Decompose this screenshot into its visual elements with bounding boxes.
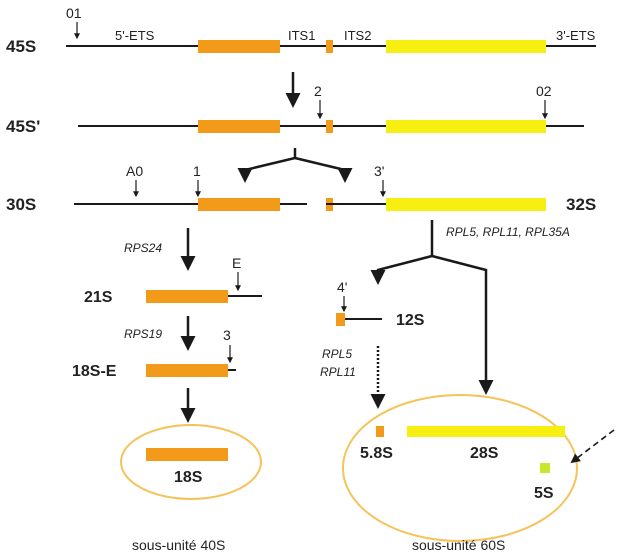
factor-rps24: RPS24 <box>124 241 162 255</box>
mature-28s-bar <box>407 426 565 437</box>
site-4prime-label: 4' <box>337 279 347 295</box>
factor-rpl11: RPL11 <box>320 365 356 379</box>
mature-5s-bar <box>540 463 550 473</box>
label-30s: 30S <box>6 195 36 214</box>
subunit-60s-circle <box>342 394 578 542</box>
label-45s-prime: 45S' <box>6 117 40 136</box>
label-32s: 32S <box>566 195 596 214</box>
subunit-40s-circle <box>120 424 262 500</box>
label-12s: 12S <box>396 312 425 329</box>
label-5s: 5S <box>534 485 554 502</box>
label-28s: 28S <box>470 445 499 462</box>
label-5-8s: 5.8S <box>360 445 393 462</box>
branch-60s: RPL5, RPL11, RPL35A 12S 4' RPL5 RPL11 5.… <box>320 220 615 553</box>
segment-30s-18s <box>198 198 280 211</box>
region-its2: ITS2 <box>344 28 371 43</box>
segment-45s-18s <box>198 40 280 53</box>
segment-21s-18s <box>146 290 228 303</box>
branch-40s: RPS24 21S E RPS19 18S-E 3 18S sous-unité… <box>72 228 262 553</box>
segment-32s-28s <box>386 198 546 211</box>
segment-45s-prime-18s <box>198 120 280 133</box>
region-5ets: 5'-ETS <box>115 28 155 43</box>
label-21s: 21S <box>84 289 113 306</box>
site-02-label: 02 <box>536 83 552 99</box>
segment-45s-prime-5-8s <box>326 120 333 133</box>
segment-18s-e <box>146 364 228 377</box>
segment-45s-prime-28s <box>386 120 546 133</box>
split-arrow-45s-prime <box>237 148 353 183</box>
site-1-label: 1 <box>193 163 201 179</box>
row-45s: 45S 5'-ETS ITS1 ITS2 3'-ETS 01 <box>6 5 596 56</box>
label-subunit-40s: sous-unité 40S <box>132 537 225 553</box>
arrow-5s-import <box>570 429 615 464</box>
region-3ets: 3'-ETS <box>556 28 596 43</box>
mature-18s-bar <box>146 448 228 461</box>
segment-45s-28s <box>386 40 546 53</box>
site-01-label: 01 <box>66 5 82 21</box>
row-30s-32s: 30S 32S A0 1 3' <box>6 163 596 214</box>
site-3prime-label: 3' <box>374 163 384 179</box>
site-2-label: 2 <box>314 83 322 99</box>
row-45s-prime: 45S' 2 02 <box>6 83 584 136</box>
arrow-32s-to-12s <box>370 254 433 285</box>
factor-rps19: RPS19 <box>124 327 162 341</box>
mature-5-8s-bar <box>376 426 384 437</box>
label-subunit-60s: sous-unité 60S <box>412 537 505 553</box>
arrow-32s-to-28s <box>431 254 494 395</box>
factor-rpl-group: RPL5, RPL11, RPL35A <box>446 225 570 239</box>
label-18s-e: 18S-E <box>72 363 117 380</box>
label-45s: 45S <box>6 37 36 56</box>
site-a0-label: A0 <box>126 163 143 179</box>
site-e-label: E <box>232 255 241 271</box>
segment-45s-5-8s <box>326 40 333 53</box>
site-3-label: 3 <box>223 327 231 343</box>
label-18s: 18S <box>174 469 203 486</box>
factor-rpl5: RPL5 <box>322 347 352 361</box>
region-its1: ITS1 <box>288 28 315 43</box>
segment-12s-5-8s <box>336 313 345 326</box>
